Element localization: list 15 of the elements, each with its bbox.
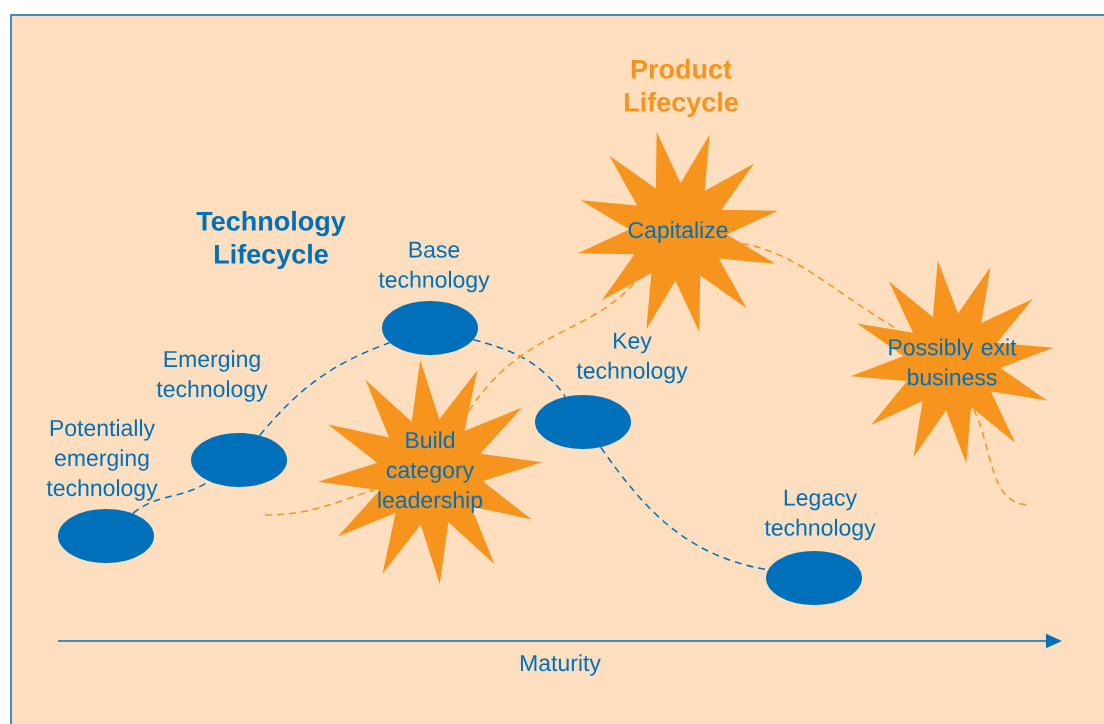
stage-label: Base technology <box>378 241 490 293</box>
stage-label: Emerging technology <box>156 350 268 402</box>
connector <box>468 281 636 412</box>
star-label: Possibly exit business <box>889 338 1017 386</box>
star-label: Build category leadership <box>378 431 483 513</box>
connector <box>258 342 391 437</box>
connector <box>264 489 376 516</box>
axis-label: Maturity <box>521 654 601 676</box>
stage-label: Key technology <box>576 332 688 384</box>
stage-label: Legacy technology <box>764 489 876 541</box>
lifecycle-title: Technology Lifecycle <box>196 210 346 270</box>
stage-label: Potentially emerging technology <box>46 419 158 501</box>
connector <box>472 338 567 398</box>
star-label: Capitalize <box>628 221 728 243</box>
connector <box>741 242 900 331</box>
